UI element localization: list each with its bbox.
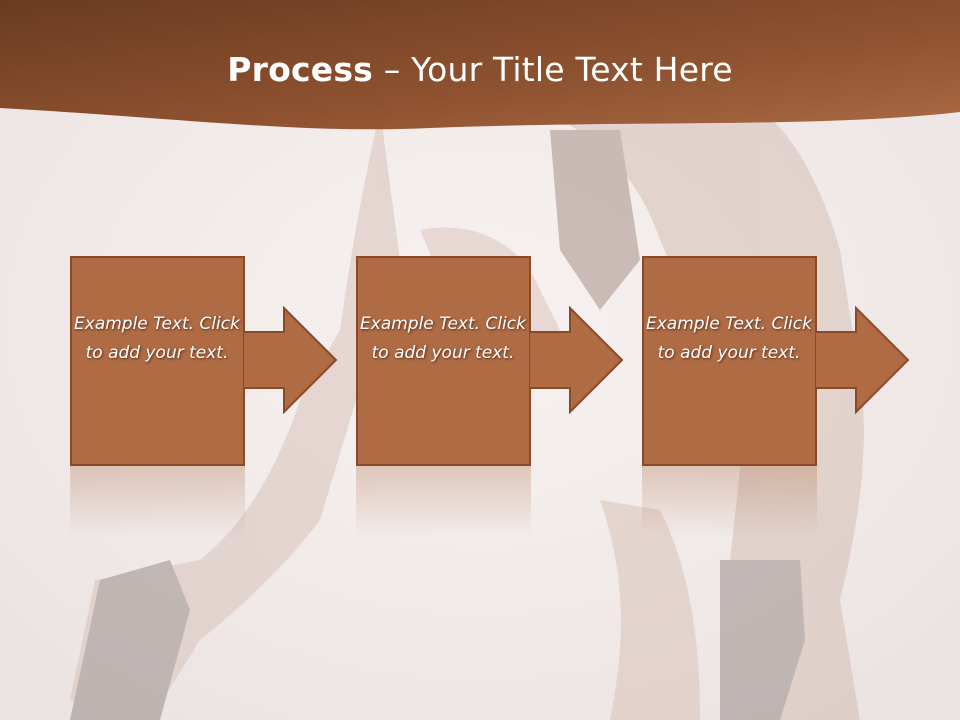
arrow-right-icon <box>244 305 338 415</box>
step-text[interactable]: Example Text. Click to add your text. <box>74 314 240 363</box>
slide-title[interactable]: Process – Your Title Text Here <box>0 50 960 89</box>
step-shape <box>70 256 338 536</box>
step-text[interactable]: Example Text. Click to add your text. <box>646 314 812 363</box>
step-shape <box>642 256 910 536</box>
title-band <box>0 0 960 130</box>
process-step-2[interactable]: Example Text. Click to add your text. <box>356 256 656 536</box>
title-bold: Process <box>227 50 374 89</box>
process-step-3[interactable]: Example Text. Click to add your text. <box>642 256 942 536</box>
step-shape <box>356 256 624 536</box>
title-rest: – Your Title Text Here <box>373 50 733 89</box>
process-step-1[interactable]: Example Text. Click to add your text. <box>70 256 370 536</box>
step-text[interactable]: Example Text. Click to add your text. <box>360 314 526 363</box>
arrow-right-icon <box>816 305 910 415</box>
arrow-right-icon <box>530 305 624 415</box>
